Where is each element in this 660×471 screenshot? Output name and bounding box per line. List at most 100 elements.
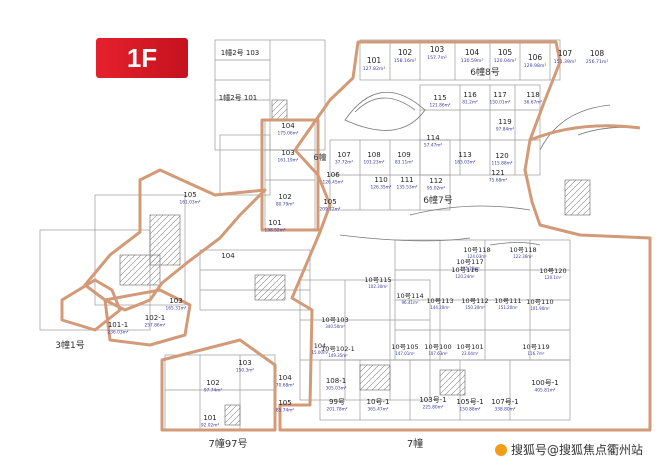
unit-area-label: 75.68m² <box>489 177 508 183</box>
unit-area-label: 83.11m² <box>395 159 414 165</box>
unit-id-label: 10号110 <box>526 298 553 306</box>
unit-id-label: 116 <box>463 91 477 99</box>
property-outlines <box>60 40 652 432</box>
unit-id-label: 10号115 <box>364 276 391 284</box>
unit-area-label: 107.63m² <box>428 351 448 356</box>
unit-id-label: 10号120 <box>539 267 566 275</box>
structure-lines <box>39 39 571 431</box>
unit-id-label: 10号118 <box>509 246 536 254</box>
unit-id-label: 1幢2号 103 <box>221 48 260 57</box>
unit-id-label: 102-1 <box>145 314 165 322</box>
unit-id-label: 103号-1 <box>419 396 446 404</box>
unit-id-label: 105 <box>278 399 291 407</box>
unit-area-label: 116.7m² <box>527 351 544 356</box>
unit-id-label: 106 <box>528 53 543 62</box>
unit-area-label: 126.35m² <box>370 184 391 190</box>
unit-area-label: 340.50m² <box>325 324 345 329</box>
watermark-text: 搜狐号@搜狐焦点衢州站 <box>510 443 643 457</box>
floor-badge: 1F <box>96 38 188 78</box>
unit-area-label: 365.47m² <box>367 406 388 412</box>
unit-area-label: 161.19m² <box>277 157 298 163</box>
unit-area-label: 135.53m² <box>396 184 417 190</box>
unit-area-label: 175.06m² <box>277 130 298 136</box>
unit-id-label: 103 <box>430 45 445 54</box>
unit-id-label: 10号112 <box>461 297 488 305</box>
unit-area-label: 120.1m² <box>544 275 561 280</box>
unit-id-label: 102 <box>398 48 413 57</box>
unit-id-label: 10号100 <box>424 343 451 351</box>
unit-id-label: 100号-1 <box>531 379 558 387</box>
unit-id-label: 114 <box>426 134 440 142</box>
watermark: 搜狐号@搜狐焦点衢州站 <box>491 440 646 459</box>
unit-id-label: 1幢2号 101 <box>219 93 258 102</box>
unit-area-label: 97.74m² <box>204 387 223 393</box>
unit-area-label: 102.30m² <box>368 284 388 289</box>
unit-area-label: 138.52m² <box>264 227 285 233</box>
unit-area-label: 165.31m² <box>165 305 186 311</box>
unit-id-label: 105 <box>183 191 196 199</box>
unit-id-label: 104 <box>221 252 235 260</box>
unit-id-label: 10号-1 <box>367 398 390 406</box>
unit-id-label: 104 <box>278 374 292 382</box>
unit-area-label: 147.01m² <box>395 351 415 356</box>
unit-id-label: 101 <box>268 219 281 227</box>
unit-id-label: 10号117 <box>456 258 483 266</box>
unit-id-label: 104 <box>314 342 326 350</box>
unit-area-label: 95.02m² <box>427 185 446 191</box>
unit-area-label: 121.86m² <box>429 102 450 108</box>
unit-area-label: 150.01m² <box>489 99 510 105</box>
unit-area-label: 120.04m² <box>494 58 517 64</box>
building-label: 7幢 <box>407 437 423 450</box>
unit-id-label: 120 <box>495 152 508 160</box>
unit-id-label: 104 <box>281 122 295 130</box>
unit-id-label: 101 <box>367 56 382 65</box>
unit-area-label: 150.88m² <box>459 406 480 412</box>
unit-area-label: 115.88m² <box>491 160 512 166</box>
unit-area-label: 37.72m² <box>335 159 354 165</box>
unit-id-label: 108 <box>590 49 605 58</box>
unit-id-label: 10号113 <box>426 297 453 305</box>
unit-area-label: 129.98m² <box>524 63 547 69</box>
unit-area-label: 144.20m² <box>430 305 450 310</box>
unit-area-label: 126.45m² <box>322 179 343 185</box>
unit-id-label: 112 <box>429 177 442 185</box>
unit-id-label: 10号102-1 <box>321 345 355 353</box>
unit-area-label: 257.86m² <box>144 322 165 328</box>
unit-id-label: 10号105 <box>391 343 418 351</box>
unit-id-label: 105 <box>323 198 336 206</box>
unit-area-label: 158.16m² <box>394 58 417 64</box>
unit-id-label: 109 <box>397 151 410 159</box>
unit-area-label: 150.30m² <box>465 305 485 310</box>
unit-area-label: 161.03m² <box>179 199 200 205</box>
unit-id-label: 113 <box>458 151 471 159</box>
unit-id-label: 115 <box>433 94 446 102</box>
unit-area-label: 57.47m² <box>424 142 443 148</box>
unit-area-label: 97.84m² <box>496 126 515 132</box>
unit-labels: 101127.82m²102158.16m²103157.7m²104130.5… <box>55 45 608 450</box>
unit-id-label: 102 <box>206 379 219 387</box>
unit-id-label: 106 <box>326 171 340 179</box>
unit-area-label: 150.3m² <box>236 367 255 373</box>
unit-id-label: 103 <box>281 149 294 157</box>
sohu-logo-icon <box>494 443 507 456</box>
unit-area-label: 81.2m² <box>462 99 478 105</box>
unit-area-label: 85.74m² <box>276 407 295 413</box>
unit-area-label: 149.35m² <box>328 353 348 358</box>
unit-id-label: 111 <box>400 176 413 184</box>
building-label: 6幢8号 <box>470 66 499 78</box>
unit-id-label: 10号118 <box>463 246 490 254</box>
unit-area-label: 80.79m² <box>276 201 295 207</box>
unit-area-label: 256.71m² <box>586 59 609 65</box>
unit-id-label: 10号111 <box>494 297 521 305</box>
unit-area-label: 338.80m² <box>494 406 515 412</box>
unit-area-label: 36.67m² <box>524 99 543 105</box>
unit-area-label: 92.02m² <box>201 422 220 428</box>
unit-id-label: 108-1 <box>326 377 346 385</box>
unit-area-label: 157.7m² <box>427 55 447 61</box>
unit-id-label: 107号-1 <box>491 398 518 406</box>
unit-id-label: 102 <box>278 193 291 201</box>
unit-area-label: 120.24m² <box>455 274 475 279</box>
unit-id-label: 10号119 <box>522 343 549 351</box>
